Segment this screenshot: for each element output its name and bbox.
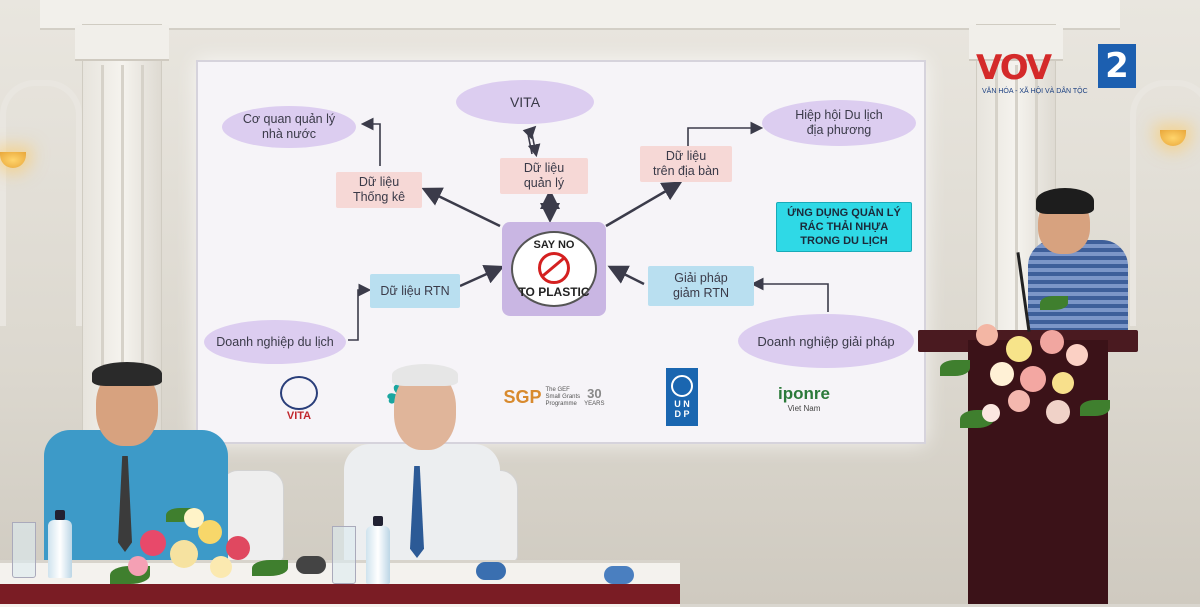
left-wall-arch bbox=[0, 80, 82, 326]
iponre-logo: iponre Viet Nam bbox=[756, 378, 852, 418]
node-du-lieu-tren-dia-ban: Dữ liệu trên địa bàn bbox=[640, 146, 732, 182]
vita-logo: VITA bbox=[274, 374, 324, 424]
un-emblem-icon bbox=[671, 375, 693, 397]
arrow-from-dn-giai-phap bbox=[750, 277, 829, 312]
say-no-to-plastic-badge: SAY NO TO PLASTIC bbox=[502, 222, 606, 316]
arrow-from-dn-du-lich bbox=[348, 283, 372, 341]
undp-text: U N D P bbox=[674, 399, 690, 419]
undp-logo: U N D P bbox=[666, 368, 698, 426]
arrow-from-rtn bbox=[459, 265, 505, 288]
right-wall-arch bbox=[1130, 80, 1200, 326]
projection-screen: Cơ quan quản lý nhà nước VITA Hiệp hội D… bbox=[196, 60, 926, 444]
necktie bbox=[410, 466, 424, 558]
necktie bbox=[118, 456, 132, 552]
iponre-text: iponre bbox=[778, 383, 830, 403]
arrow-to-hiep-hoi bbox=[687, 121, 764, 150]
ceiling-molding bbox=[40, 0, 1120, 30]
table-microphone bbox=[296, 556, 326, 574]
sgp-small-text: The GEF Small Grants Programme bbox=[545, 386, 581, 407]
table-microphone bbox=[476, 562, 506, 580]
vov-channel-number: 2 bbox=[1098, 44, 1136, 88]
arrow-to-vita bbox=[527, 133, 541, 158]
slide-arrows bbox=[348, 117, 829, 341]
arrow-to-thong-ke bbox=[421, 187, 501, 228]
sgp-years: 30 bbox=[587, 386, 602, 401]
sgp-logo: SGP The GEF Small Grants Programme 30 YE… bbox=[494, 382, 614, 412]
node-co-quan-quan-ly: Cơ quan quản lý nhà nước bbox=[222, 106, 356, 148]
left-wall-lamp bbox=[0, 152, 26, 168]
water-bottle bbox=[48, 510, 72, 578]
sgp-years-label: YEARS bbox=[584, 401, 605, 407]
right-wall-lamp bbox=[1160, 130, 1186, 146]
node-doanh-nghiep-giai-phap: Doanh nghiệp giải pháp bbox=[738, 314, 914, 368]
water-glass bbox=[12, 522, 36, 578]
vov-brand: VOV bbox=[976, 48, 1052, 88]
node-hiep-hoi-du-lich: Hiệp hội Du lịch địa phương bbox=[762, 100, 916, 146]
water-bottle bbox=[366, 516, 390, 584]
arrow-to-co-quan bbox=[360, 117, 381, 166]
node-giai-phap-giam-rtn: Giải pháp giảm RTN bbox=[648, 266, 754, 306]
arrow-to-dia-ban bbox=[605, 181, 683, 228]
node-du-lieu-quan-ly: Dữ liệu quản lý bbox=[500, 158, 588, 194]
app-title-box: ỨNG DỤNG QUẢN LÝ RÁC THẢI NHỰA TRONG DU … bbox=[776, 202, 912, 252]
say-no-to-plastic-logo: SAY NO TO PLASTIC bbox=[511, 231, 597, 307]
water-glass bbox=[332, 526, 356, 584]
globe-icon bbox=[280, 376, 318, 410]
vov-tagline: VĂN HÓA - XÃ HỘI VÀ DÂN TỘC bbox=[982, 88, 1088, 95]
node-doanh-nghiep-du-lich: Doanh nghiệp du lịch bbox=[204, 320, 346, 364]
no-plastic-icon bbox=[538, 252, 570, 284]
center-line2: TO PLASTIC bbox=[518, 285, 590, 299]
node-du-lieu-thong-ke: Dữ liệu Thống kê bbox=[336, 172, 422, 208]
vov2-watermark: VOV 2 VĂN HÓA - XÃ HỘI VÀ DÂN TỘC bbox=[976, 44, 1158, 98]
arrow-from-giai-phap bbox=[607, 265, 645, 286]
sgp-text: SGP bbox=[503, 386, 542, 407]
center-line1: SAY NO bbox=[533, 239, 575, 251]
table-microphone bbox=[604, 566, 634, 584]
table-skirt bbox=[0, 584, 680, 604]
node-du-lieu-rtn: Dữ liệu RTN bbox=[370, 274, 460, 308]
iponre-sub-text: Viet Nam bbox=[787, 403, 821, 413]
vita-logo-text: VITA bbox=[286, 410, 312, 422]
node-vita: VITA bbox=[456, 80, 594, 124]
